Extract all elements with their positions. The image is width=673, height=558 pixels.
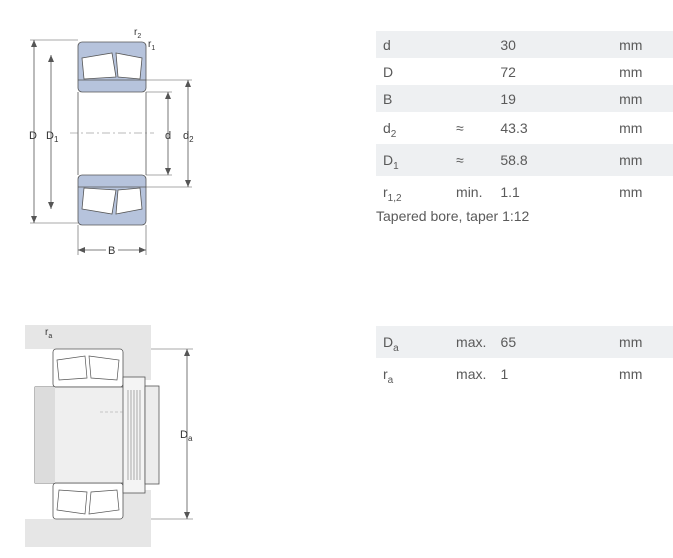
qualifier-cell: ≈ <box>456 144 501 176</box>
symbol-cell: d <box>376 31 457 58</box>
value-cell: 30 <box>500 31 620 58</box>
symbol: d <box>383 120 391 136</box>
symbol-subscript: a <box>387 375 394 386</box>
qualifier-cell: max. <box>456 366 487 382</box>
label-d2: d2 <box>183 130 194 144</box>
bore-note: Tapered bore, taper 1:12 <box>376 208 530 224</box>
qualifier-cell: ≈ <box>456 120 464 136</box>
symbol: d <box>383 36 391 53</box>
symbol-cell: d2 <box>376 112 456 144</box>
unit-cell: mm <box>619 144 673 176</box>
unit-cell: mm <box>619 326 673 358</box>
symbol: B <box>383 90 393 107</box>
symbol-subscript: 2 <box>390 129 397 140</box>
qualifier-cell <box>456 85 501 112</box>
qualifier-cell <box>456 58 500 85</box>
mounting-arrangement-drawing: ra Da <box>25 325 193 547</box>
label-d: d <box>165 130 171 142</box>
symbol-cell: Da <box>376 326 457 358</box>
unit-cell: mm <box>619 184 643 200</box>
table-row: D 72 mm <box>376 58 673 85</box>
value-cell: 1.1 <box>500 184 520 200</box>
unit-cell: mm <box>619 31 673 58</box>
symbol-cell: B <box>376 85 457 112</box>
unit-cell: mm <box>619 120 643 136</box>
value-cell: 72 <box>500 63 516 80</box>
symbol-subscript: 1,2 <box>387 193 402 204</box>
symbol-cell: ra <box>376 358 456 390</box>
symbol: r <box>383 366 388 382</box>
label-Da: Da <box>180 429 193 443</box>
symbol-subscript: a <box>393 343 399 354</box>
label-D1: D1 <box>46 130 59 144</box>
label-ra: ra <box>45 327 52 340</box>
symbol-cell: D1 <box>376 144 457 176</box>
label-D: D <box>29 130 37 142</box>
symbol: D <box>383 152 394 168</box>
qualifier-cell: min. <box>456 184 483 200</box>
label-r1: r1 <box>148 39 155 52</box>
label-B: B <box>108 245 115 257</box>
symbol-cell: r1,2 <box>376 176 456 208</box>
label-r2: r2 <box>134 27 141 40</box>
value-cell: 1 <box>500 366 509 382</box>
value-cell: 19 <box>500 85 620 112</box>
symbol: D <box>383 63 394 80</box>
value-cell: 43.3 <box>500 120 528 136</box>
unit-cell: mm <box>619 85 673 112</box>
unit-cell: mm <box>619 366 643 382</box>
symbol-cell: D <box>376 58 456 85</box>
qualifier-cell <box>456 31 501 58</box>
symbol-subscript: 1 <box>393 161 399 172</box>
value-cell: 58.8 <box>500 144 620 176</box>
value-cell: 65 <box>500 326 620 358</box>
symbol: r <box>383 184 388 200</box>
unit-cell: mm <box>619 63 643 80</box>
bearing-cross-section-drawing: D D1 r2 r1 d d2 B <box>29 27 194 257</box>
qualifier-cell: max. <box>456 326 501 358</box>
symbol: D <box>383 334 394 350</box>
